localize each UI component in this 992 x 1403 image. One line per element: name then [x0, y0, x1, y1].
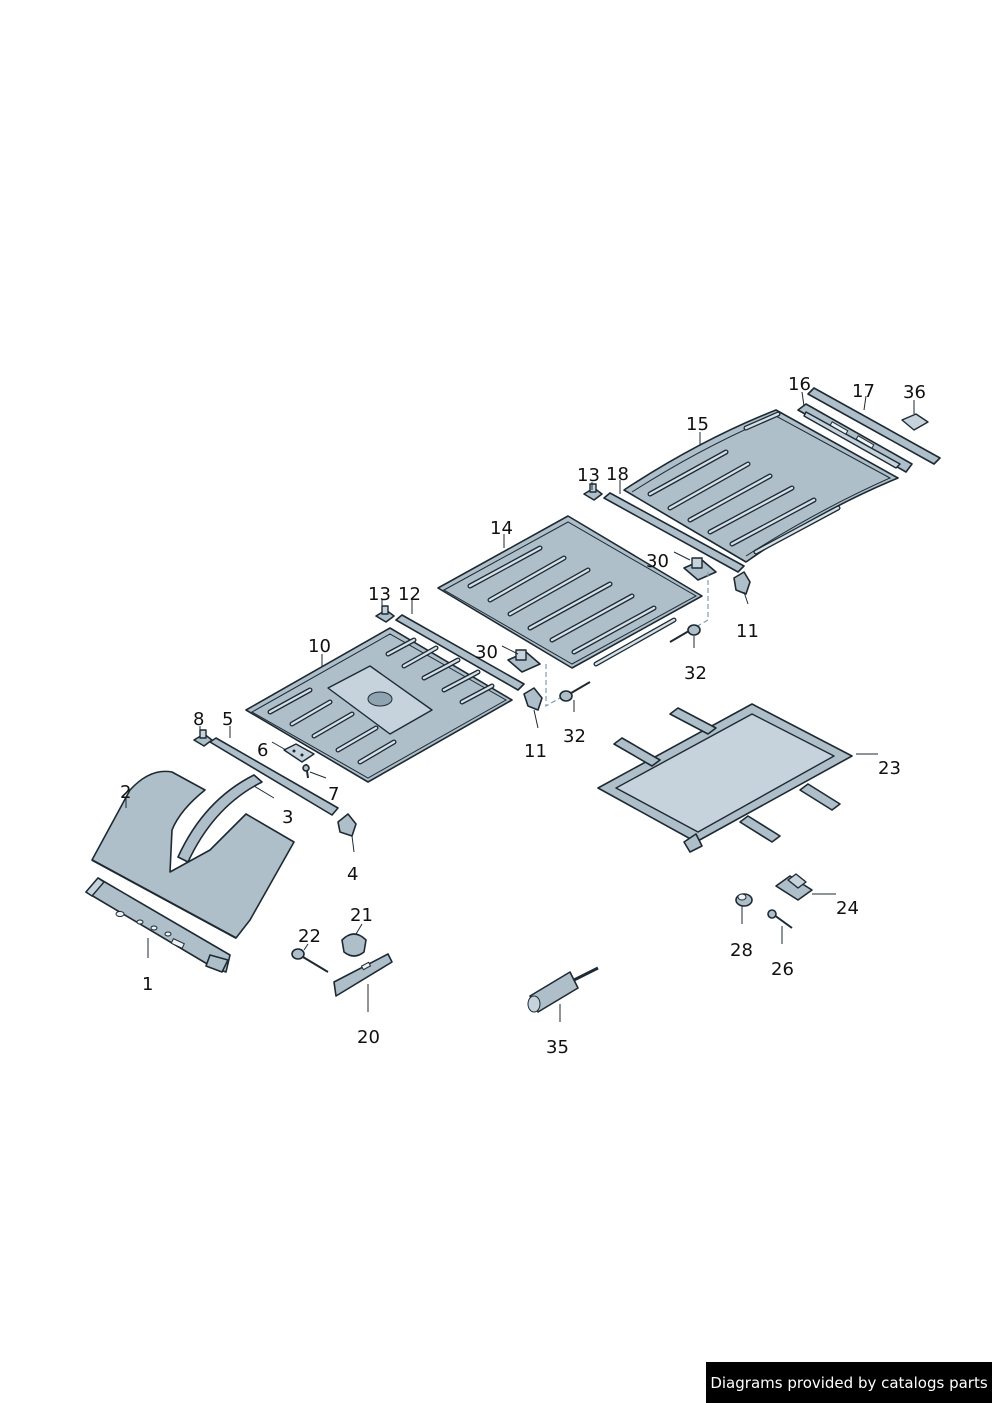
callout-7: 7	[328, 784, 339, 805]
callout-10: 10	[308, 636, 331, 657]
part-21-clip	[341, 933, 367, 957]
callout-2: 2	[120, 782, 131, 803]
part-7-screw	[302, 763, 310, 779]
callout-4: 4	[347, 864, 358, 885]
part-28-nut	[735, 893, 753, 907]
part-5-rail	[209, 737, 339, 816]
callout-12: 12	[398, 584, 421, 605]
part-23-roof-frame	[597, 703, 853, 853]
part-11-clip-rear	[733, 571, 751, 595]
credit-banner: Diagrams provided by catalogs parts	[706, 1362, 992, 1403]
part-12-rail	[395, 614, 525, 691]
callout-30-rear: 30	[646, 551, 669, 572]
callout-8: 8	[193, 709, 204, 730]
part-22-rivet	[291, 948, 329, 973]
leader-lines	[125, 391, 915, 1022]
callout-11-rear: 11	[736, 621, 759, 642]
part-32-rivet-front	[559, 681, 591, 702]
part-17-rear-rail	[807, 387, 941, 465]
callout-22: 22	[298, 926, 321, 947]
callout-32-front: 32	[563, 726, 586, 747]
callout-20: 20	[357, 1027, 380, 1048]
part-26-screw	[767, 909, 793, 929]
callout-15: 15	[686, 414, 709, 435]
callout-1: 1	[142, 974, 153, 995]
part-32-rivet-rear	[669, 624, 701, 643]
callout-3: 3	[282, 807, 293, 828]
part-36-cap	[901, 413, 929, 431]
part-15-roof-panel	[623, 409, 899, 563]
callout-14: 14	[490, 518, 513, 539]
part-24-bracket	[775, 873, 813, 901]
callout-13-front: 13	[368, 584, 391, 605]
part-13-clip-front	[375, 605, 395, 623]
callout-23: 23	[878, 758, 901, 779]
callout-28: 28	[730, 940, 753, 961]
part-16-rear-cross-member	[797, 403, 913, 473]
callout-16: 16	[788, 374, 811, 395]
part-20-rail-piece	[333, 953, 393, 997]
callout-24: 24	[836, 898, 859, 919]
callout-36: 36	[903, 382, 926, 403]
part-35-sealant-cartridge	[527, 966, 599, 1013]
part-11-clip-front	[523, 687, 543, 711]
part-13-clip-rear	[583, 483, 603, 501]
part-18-rail	[603, 492, 745, 573]
callout-11-front: 11	[524, 741, 547, 762]
callout-26: 26	[771, 959, 794, 980]
callout-13-rear: 13	[577, 465, 600, 486]
callout-21: 21	[350, 905, 373, 926]
callout-35: 35	[546, 1037, 569, 1058]
part-10-roof-panel	[245, 627, 513, 783]
callout-6: 6	[257, 740, 268, 761]
part-30-bracket-front	[507, 649, 541, 673]
callout-30-front: 30	[475, 642, 498, 663]
part-8-clip	[193, 729, 213, 747]
part-3-bow-strip	[177, 774, 263, 863]
callout-17: 17	[852, 381, 875, 402]
callout-18: 18	[606, 464, 629, 485]
callout-32-rear: 32	[684, 663, 707, 684]
part-2-front-roof-panel	[91, 770, 295, 939]
part-30-bracket-rear	[683, 557, 717, 581]
callout-5: 5	[222, 709, 233, 730]
part-14-roof-panel	[437, 515, 703, 669]
part-1-front-cross-member	[85, 877, 231, 973]
part-6-plate	[283, 743, 315, 763]
callouts: 1 2 3 4 5 6 7 8 10 11 11 12 13 13 14 15 …	[120, 374, 926, 1058]
part-4-bracket	[337, 813, 357, 837]
